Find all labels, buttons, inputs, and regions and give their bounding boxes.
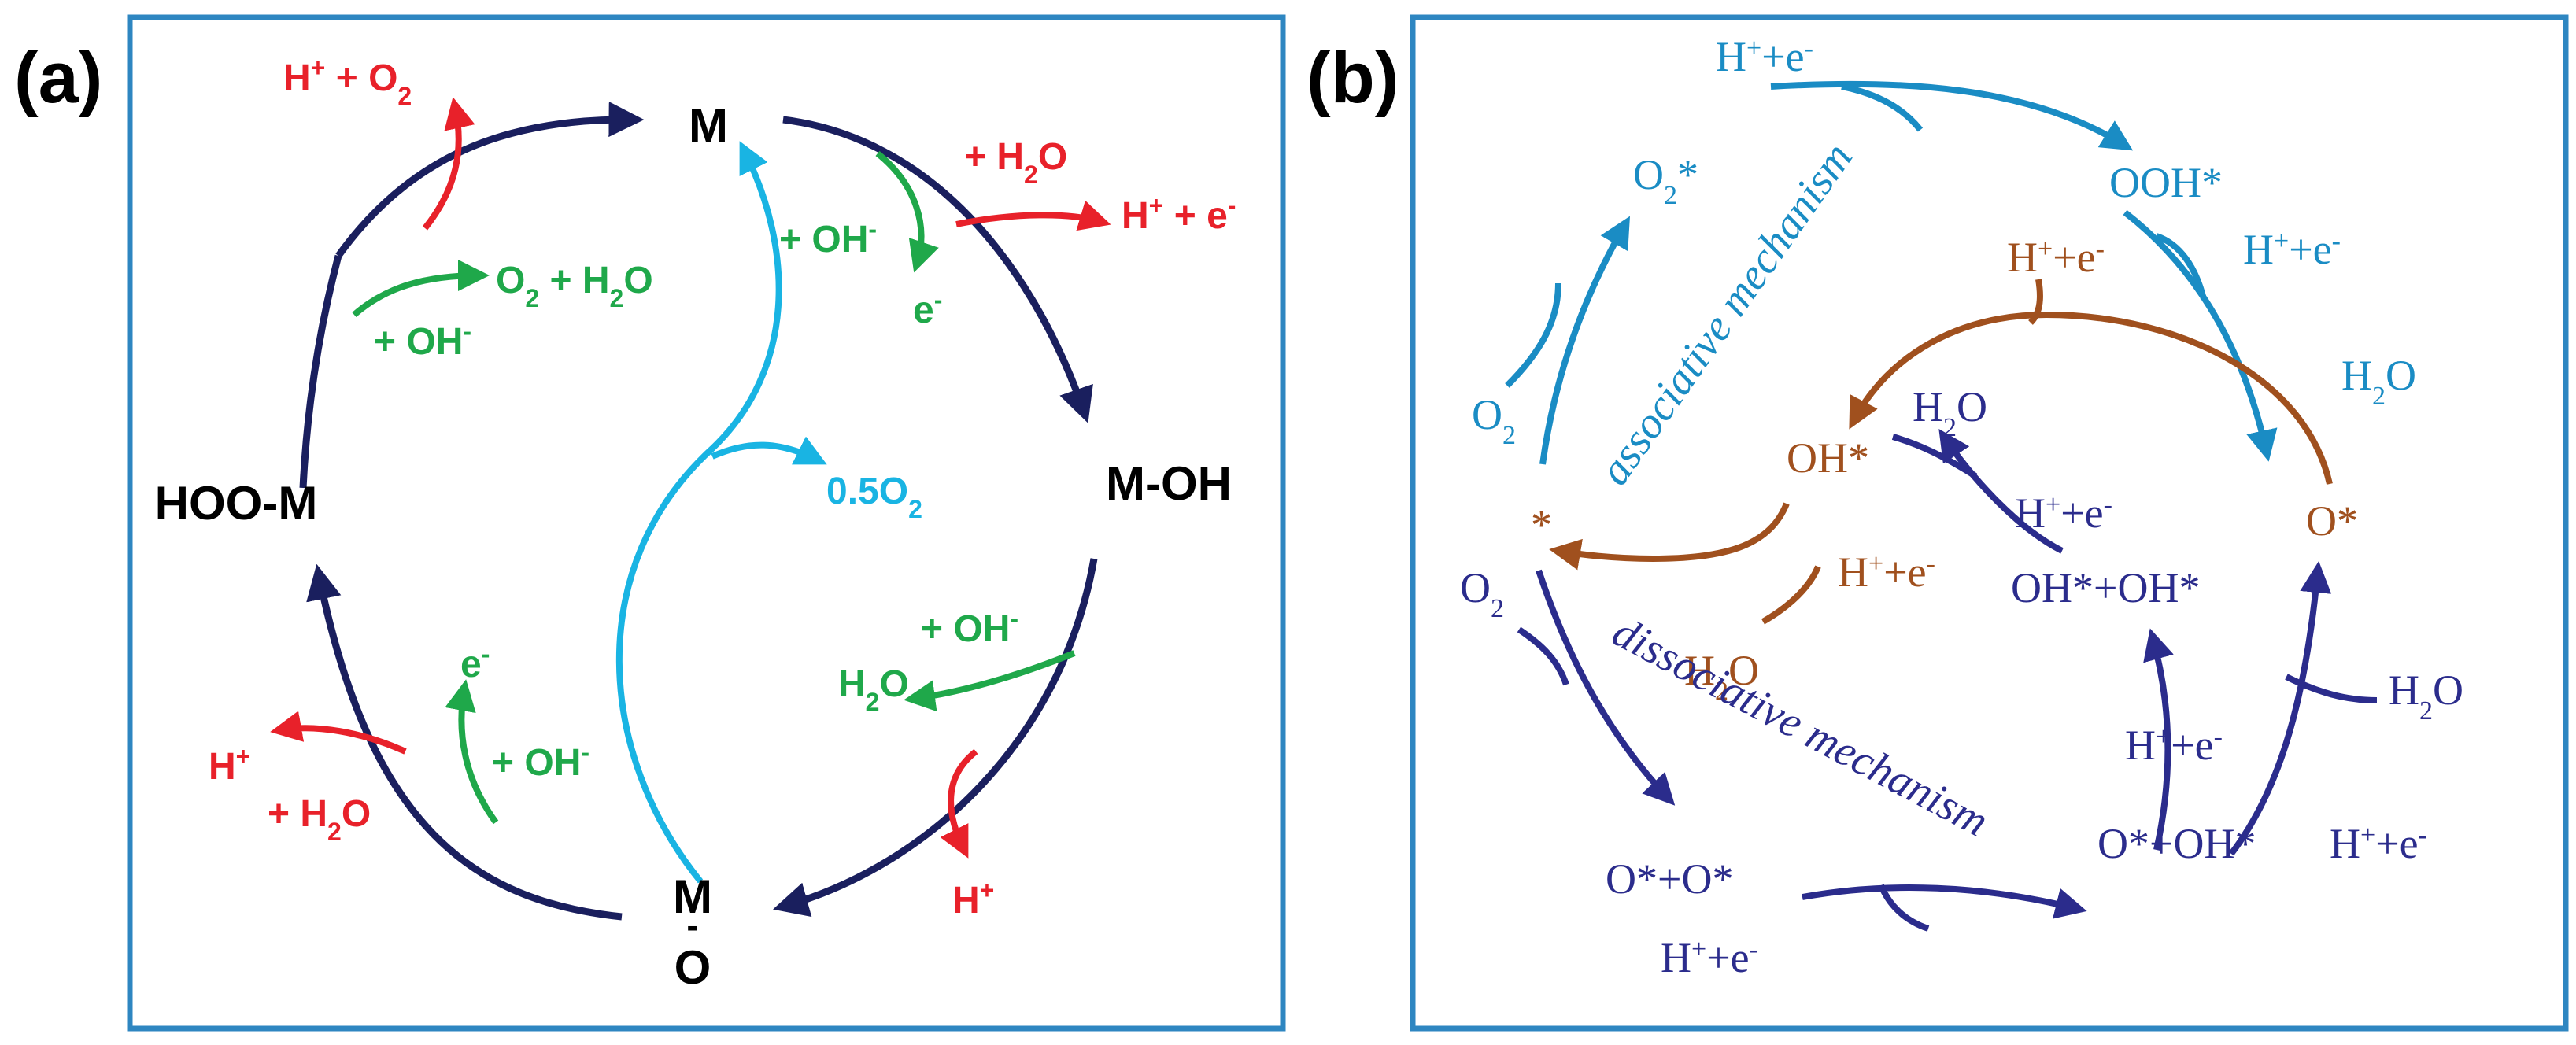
dissoc-feed-h2o-lr bbox=[2285, 674, 2378, 703]
label-he-lower-mid: H++e- bbox=[2125, 722, 2223, 769]
red-arrows bbox=[270, 97, 1111, 859]
label-plus-oh-center: + OH- bbox=[779, 215, 877, 260]
dissoc-arrow-ohoh-to-oh bbox=[1938, 429, 2064, 554]
arc-mo-to-hoom bbox=[306, 563, 623, 921]
cycle-arcs bbox=[299, 102, 1098, 921]
label-dissociative-mechanism: dissociative mechanism bbox=[1605, 607, 1996, 847]
label-h-e-tr: H+ + e- bbox=[1122, 191, 1236, 237]
label-h-bl: H+ bbox=[209, 742, 250, 788]
brown-arrows bbox=[1549, 279, 2333, 625]
cyan-arrows bbox=[615, 141, 827, 884]
panel-a-label: (a) bbox=[14, 38, 102, 118]
label-oh-oh: OH*+OH* bbox=[2011, 564, 2200, 611]
label-e-center: e- bbox=[913, 286, 942, 331]
panel-b: (b) bbox=[1306, 14, 2569, 1032]
green-arrows bbox=[352, 150, 1076, 825]
panel-b-label: (b) bbox=[1306, 38, 1399, 118]
label-brown-h2o: H2O bbox=[1684, 647, 1759, 706]
label-plus-h2o-tr: + H2O bbox=[964, 136, 1067, 189]
label-h-bottom: H+ bbox=[952, 876, 994, 921]
label-oh-star: OH* bbox=[1787, 434, 1869, 482]
label-h2o-right: H2O bbox=[2341, 352, 2416, 411]
label-h2o-lower-right: H2O bbox=[2389, 667, 2463, 726]
label-top-he: H++e- bbox=[1716, 33, 1813, 80]
arc-hoom-rise bbox=[299, 254, 342, 489]
red-arrow-h-e bbox=[955, 200, 1111, 231]
label-o2-left: O2 bbox=[1472, 391, 1516, 450]
label-o-oh: O*+OH* bbox=[2097, 820, 2256, 867]
label-star: * bbox=[1531, 501, 1552, 548]
label-plus-oh-bl: + OH- bbox=[492, 738, 589, 784]
dissoc-feed-o2 bbox=[1517, 626, 1569, 686]
red-arrow-h-bl bbox=[270, 711, 407, 755]
dissoc-feed-he-bottom bbox=[1878, 884, 1930, 932]
green-arrow-e-bl bbox=[445, 679, 499, 825]
label-brown-he-mid: H++e- bbox=[1838, 548, 1935, 596]
brown-arrow-ostar-to-oh bbox=[1849, 311, 2333, 485]
cyan-half-o2 bbox=[711, 436, 827, 465]
label-he-mid: H++e- bbox=[2015, 489, 2112, 537]
label-o2-h2o: O2 + H2O bbox=[496, 260, 653, 312]
assoc-feed-top-he bbox=[1841, 83, 1924, 132]
species-m-o-bottom: O bbox=[674, 941, 711, 994]
panel-a: (a) M bbox=[14, 14, 1286, 1032]
species-m-oh: M-OH bbox=[1106, 457, 1232, 510]
assoc-arrow-ooh-to-ostar bbox=[2123, 209, 2278, 462]
label-brown-he-top: H++e- bbox=[2007, 234, 2105, 281]
label-e-bl: e- bbox=[460, 640, 490, 685]
green-arrow-e-center bbox=[875, 150, 939, 273]
label-plus-oh-tl: + OH- bbox=[374, 317, 471, 363]
label-h2o-mid: H2O bbox=[1913, 383, 1987, 442]
label-he-right: H++e- bbox=[2243, 226, 2341, 273]
species-m-o-dash: - bbox=[686, 905, 698, 946]
associative-arrows bbox=[1505, 80, 2278, 465]
brown-feed-he-top bbox=[2028, 279, 2043, 325]
panel-a-frame bbox=[127, 14, 1286, 1032]
red-arrow-h-o2 bbox=[422, 97, 475, 231]
label-plus-oh-br: + OH- bbox=[921, 604, 1018, 650]
label-o-o: O*+O* bbox=[1606, 855, 1733, 903]
dissociative-arrows bbox=[1517, 429, 2378, 932]
label-o2-star: O2* bbox=[1633, 151, 1698, 210]
arc-hoom-to-m bbox=[335, 102, 645, 258]
label-he-lower-right: H++e- bbox=[2330, 820, 2427, 867]
label-ooh-star: OOH* bbox=[2109, 159, 2223, 206]
label-o-star-right: O* bbox=[2306, 497, 2358, 545]
cyan-mo-to-m bbox=[615, 141, 782, 884]
arc-m-to-moh bbox=[782, 116, 1093, 423]
green-arrow-h2o-br bbox=[904, 650, 1076, 712]
species-m-o-top: M bbox=[673, 870, 712, 923]
label-h-o2: H+ + O2 bbox=[283, 54, 412, 110]
label-half-o2: 0.5O2 bbox=[826, 471, 922, 523]
assoc-feed-o2 bbox=[1505, 282, 1561, 388]
label-o2-left2: O2 bbox=[1460, 564, 1504, 623]
dissoc-arrow-oo-to-ooh bbox=[1802, 884, 2087, 919]
brown-feed-he-mid bbox=[1761, 565, 1821, 625]
dissoc-arrow-star-to-oo bbox=[1536, 569, 1676, 806]
brown-arrow-oh-to-star bbox=[1549, 502, 1790, 571]
label-he-bottom: H++e- bbox=[1661, 934, 1758, 981]
assoc-arrow-o2star-to-ooh bbox=[1770, 80, 2134, 151]
dissoc-branch-h2o bbox=[1891, 434, 1978, 479]
dissoc-arrow-ooh-to-ostar bbox=[2228, 561, 2332, 856]
species-hoo-m: HOO-M bbox=[155, 477, 318, 530]
dissoc-arrow-ooh-to-ohoh bbox=[2143, 628, 2174, 851]
label-plus-h2o-bl: + H2O bbox=[268, 793, 371, 846]
panel-b-frame bbox=[1410, 14, 2569, 1032]
red-arrow-h-bottom bbox=[940, 748, 978, 859]
species-m: M bbox=[689, 99, 728, 152]
assoc-branch-he bbox=[2155, 233, 2207, 300]
assoc-arrow-star-to-o2star bbox=[1539, 216, 1631, 465]
green-arrow-o2-h2o bbox=[352, 260, 490, 318]
arc-moh-to-mo bbox=[773, 558, 1098, 918]
label-h2o-br: H2O bbox=[838, 663, 909, 716]
